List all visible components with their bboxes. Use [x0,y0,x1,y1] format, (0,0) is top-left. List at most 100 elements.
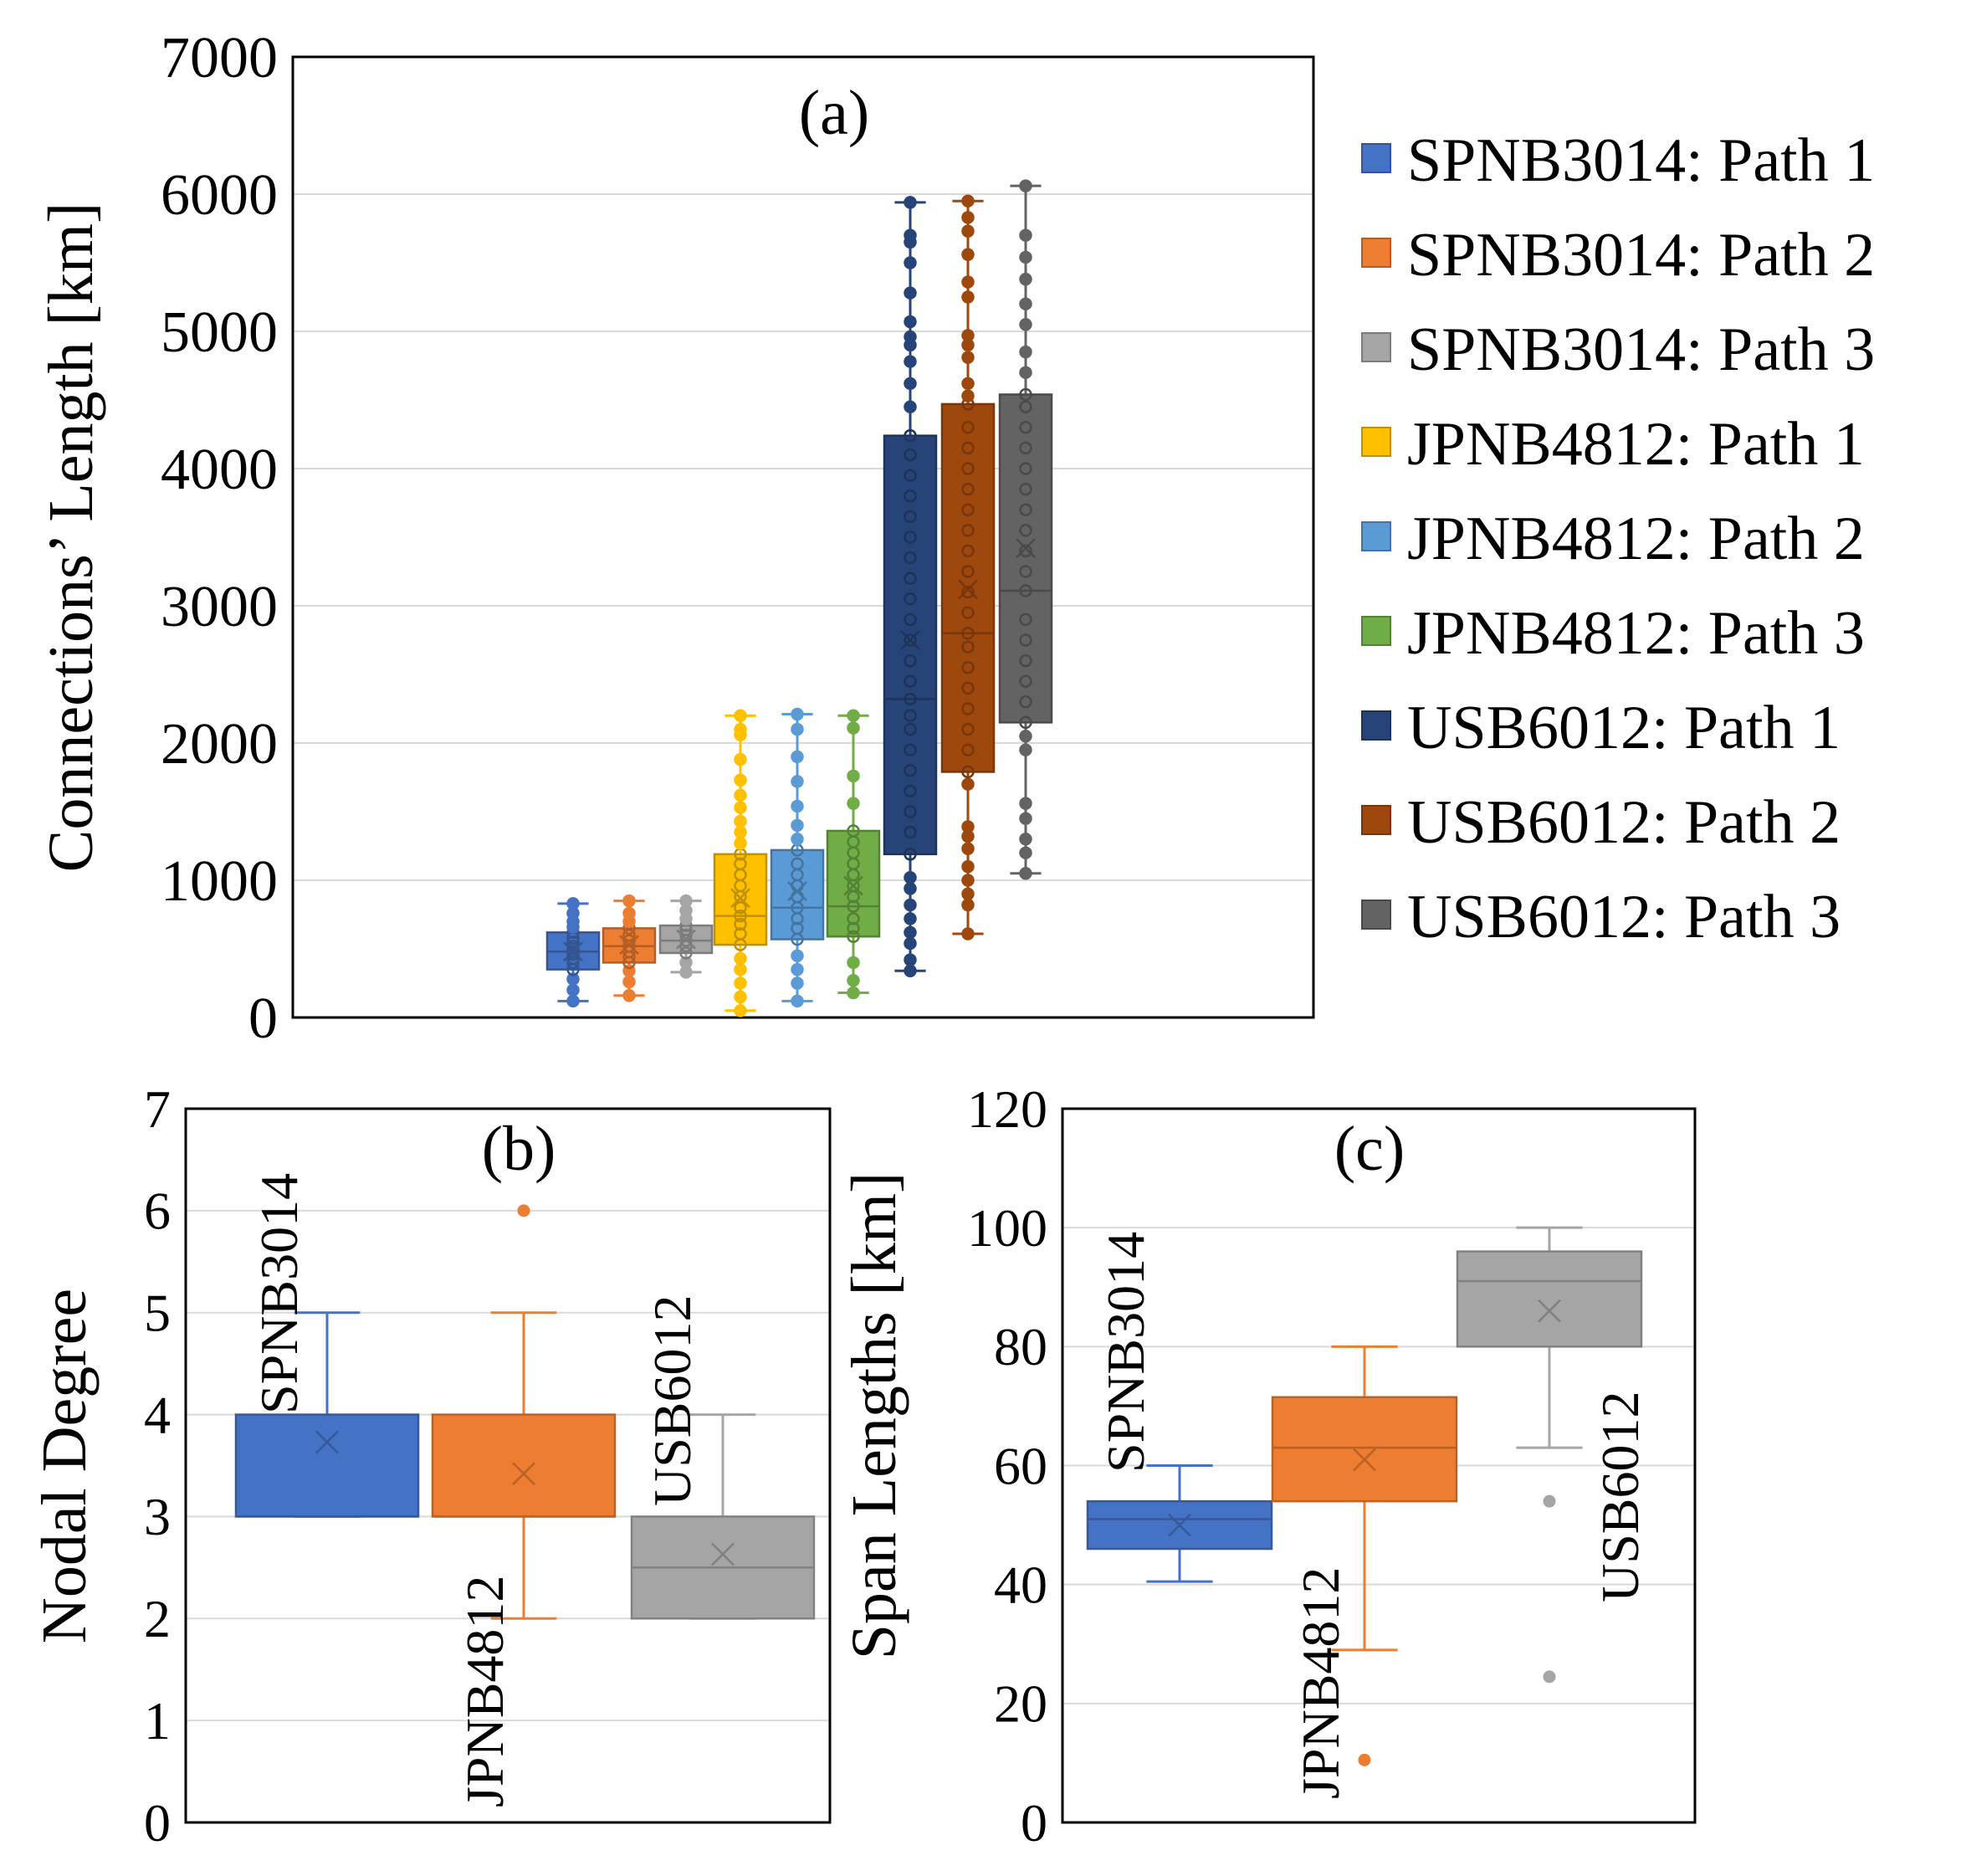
mean-marker [1538,1299,1561,1323]
legend-swatch [1361,427,1391,457]
legend-swatch [1361,805,1391,835]
data-point [961,702,975,715]
data-point [904,848,917,861]
mean-marker [1016,538,1036,559]
data-point [961,248,975,261]
data-point [734,927,747,941]
y-tick-label: 2000 [161,712,278,777]
legend-item: JPNB4812: Path 1 [1361,410,1865,479]
data-point [904,256,917,269]
box-jpnb4812-path-1 [713,709,768,1017]
legend-swatch [1361,143,1391,173]
y-tick-label: 5 [144,1283,171,1342]
data-point [566,994,580,1008]
data-point [904,870,917,884]
data-point [1019,833,1032,846]
data-point [734,825,747,839]
data-point [904,805,917,818]
data-point [904,400,917,413]
panel-a-title: (a) [799,78,869,148]
panel-c-frame [1061,1107,1697,1824]
data-point [961,224,975,238]
data-point [904,925,917,940]
mean-marker [843,875,863,896]
data-point [904,592,917,606]
data-point [961,290,975,304]
data-point [791,976,804,990]
data-point [961,661,975,674]
legend-swatch [1361,616,1391,646]
data-point [961,887,975,901]
box-usb6012 [1456,1226,1643,1684]
legend-label: SPNB3014: Path 2 [1407,221,1875,290]
data-point [791,962,804,976]
data-point [734,814,747,828]
data-point [1019,846,1032,859]
box-usb6012 [630,1413,816,1620]
data-point [734,836,747,850]
mean-marker [730,888,750,909]
panel-b-y-axis-label: Nodal Degree [29,1289,100,1643]
data-point [1019,272,1032,286]
data-point [904,654,917,668]
data-point [1019,584,1032,597]
data-point [1019,462,1032,475]
panel-b-frame [184,1107,832,1824]
box-jpnb4812 [1271,1345,1458,1766]
series-label-spnb3014: SPNB3014 [1096,1232,1155,1473]
data-point [734,709,747,722]
data-point [734,976,747,990]
mean-marker [787,881,807,902]
data-point [1019,524,1032,537]
box-iqr [770,848,825,941]
box-iqr [234,1413,420,1518]
data-point [622,928,636,942]
data-point [961,351,975,364]
data-point [961,211,975,224]
data-point [961,640,975,654]
data-point [1019,441,1032,455]
data-point [961,627,975,640]
y-tick-label: 40 [994,1555,1047,1614]
data-point [904,912,917,925]
data-point [961,329,975,342]
data-point [847,956,860,970]
data-point [847,709,860,722]
data-point [734,990,747,1004]
data-point [904,613,917,627]
data-point [904,936,917,951]
data-point [734,962,747,976]
box-spnb3014-path-2 [602,894,657,1002]
data-point [679,956,693,970]
data-point [1019,503,1032,516]
data-point [791,722,804,736]
data-point [904,377,917,391]
box-usb6012-path-2 [940,194,996,941]
data-point [961,275,975,289]
y-tick-label: 1 [144,1691,171,1750]
legend-item: JPNB4812: Path 2 [1361,505,1865,573]
box-spnb3014 [234,1311,420,1518]
data-point [961,681,975,695]
legend-item: SPNB3014: Path 2 [1361,221,1875,290]
data-point [1019,715,1032,730]
data-point [847,797,860,810]
data-point [847,900,860,913]
legend-label: JPNB4812: Path 1 [1407,410,1865,479]
series-label-jpnb4812: JPNB4812 [455,1576,515,1807]
data-point [1019,544,1032,558]
data-point [791,833,804,846]
data-point [679,894,693,908]
box-iqr [1456,1250,1643,1348]
y-tick-label: 100 [967,1198,1047,1258]
legend-swatch [1361,710,1391,741]
legend-swatch [1361,521,1391,551]
data-point [904,286,917,300]
legend-label: JPNB4812: Path 3 [1407,599,1865,668]
data-point [961,441,975,455]
legend-label: SPNB3014: Path 1 [1407,126,1875,195]
legend-label: USB6012: Path 1 [1407,694,1841,762]
data-point [904,196,917,209]
